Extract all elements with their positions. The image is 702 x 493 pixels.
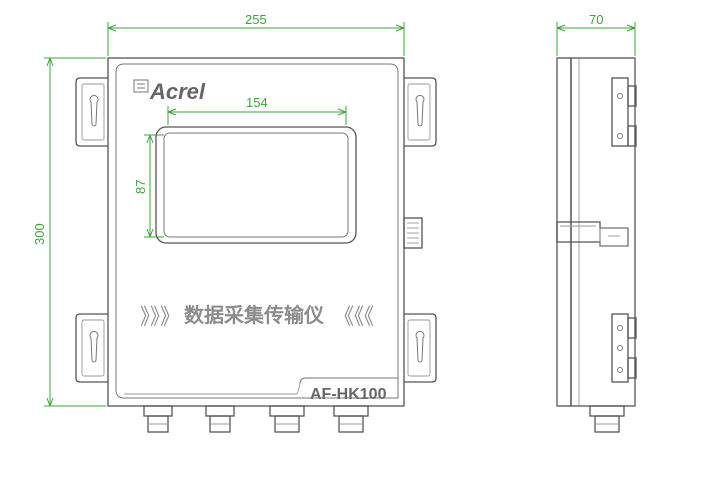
model-label: AF-HK100 (310, 386, 387, 403)
cable-gland-1 (143, 405, 173, 433)
right-top-mounting-bracket (404, 77, 437, 147)
right-bottom-mounting-bracket (404, 313, 437, 383)
cable-glands (143, 405, 369, 433)
keyhole-slot-icon (89, 94, 99, 127)
screw-icon (617, 133, 623, 139)
front-panel (115, 63, 399, 399)
dimension-width: 255 (107, 12, 405, 56)
side-top-bracket (611, 77, 637, 147)
enclosure-housing (107, 57, 405, 407)
screw-icon (617, 325, 623, 331)
side-housing (570, 57, 636, 407)
logo-text: Acrel (149, 79, 206, 104)
screw-icon (617, 93, 623, 99)
left-bottom-mounting-bracket (75, 313, 108, 383)
cable-gland-2 (205, 405, 235, 433)
side-cable-gland (589, 405, 625, 433)
cable-gland-4 (333, 405, 369, 433)
screw-icon (617, 345, 623, 351)
left-top-mounting-bracket (75, 77, 108, 147)
dimension-screen-height-label: 87 (133, 180, 148, 194)
brand-logo: Acrel (133, 79, 206, 104)
acrel-logo-icon (133, 79, 149, 93)
side-bottom-bracket (611, 313, 637, 383)
keyhole-slot-icon (415, 94, 425, 127)
display-screen (163, 132, 349, 238)
keyhole-slot-icon (89, 330, 99, 363)
front-view: Acrel 》》》 数据采集传输仪 《《《 AF-HK100 (32, 12, 437, 433)
title-chevrons-right: 《《《 (334, 305, 374, 330)
dimension-screen-height: 87 (133, 134, 164, 238)
dimension-height: 300 (32, 57, 106, 407)
cable-gland-3 (269, 405, 305, 433)
display-screen-outer (155, 126, 357, 244)
keyhole-slot-icon (415, 330, 425, 363)
screw-icon (617, 367, 623, 373)
side-lid (556, 57, 572, 407)
dimension-width-label: 255 (245, 12, 267, 27)
side-view: 70 (556, 12, 637, 433)
dimension-depth: 70 (556, 12, 636, 56)
side-latch (403, 217, 423, 249)
device-title: 数据采集传输仪 (184, 303, 325, 327)
dimension-screen-width-label: 154 (246, 95, 268, 110)
title-chevrons-left: 》》》 (140, 305, 180, 330)
model-plate (299, 377, 398, 385)
dimension-height-label: 300 (32, 223, 47, 245)
side-latch-profile (556, 221, 629, 247)
dimension-depth-label: 70 (589, 12, 603, 27)
dimension-screen-width: 154 (167, 95, 347, 125)
